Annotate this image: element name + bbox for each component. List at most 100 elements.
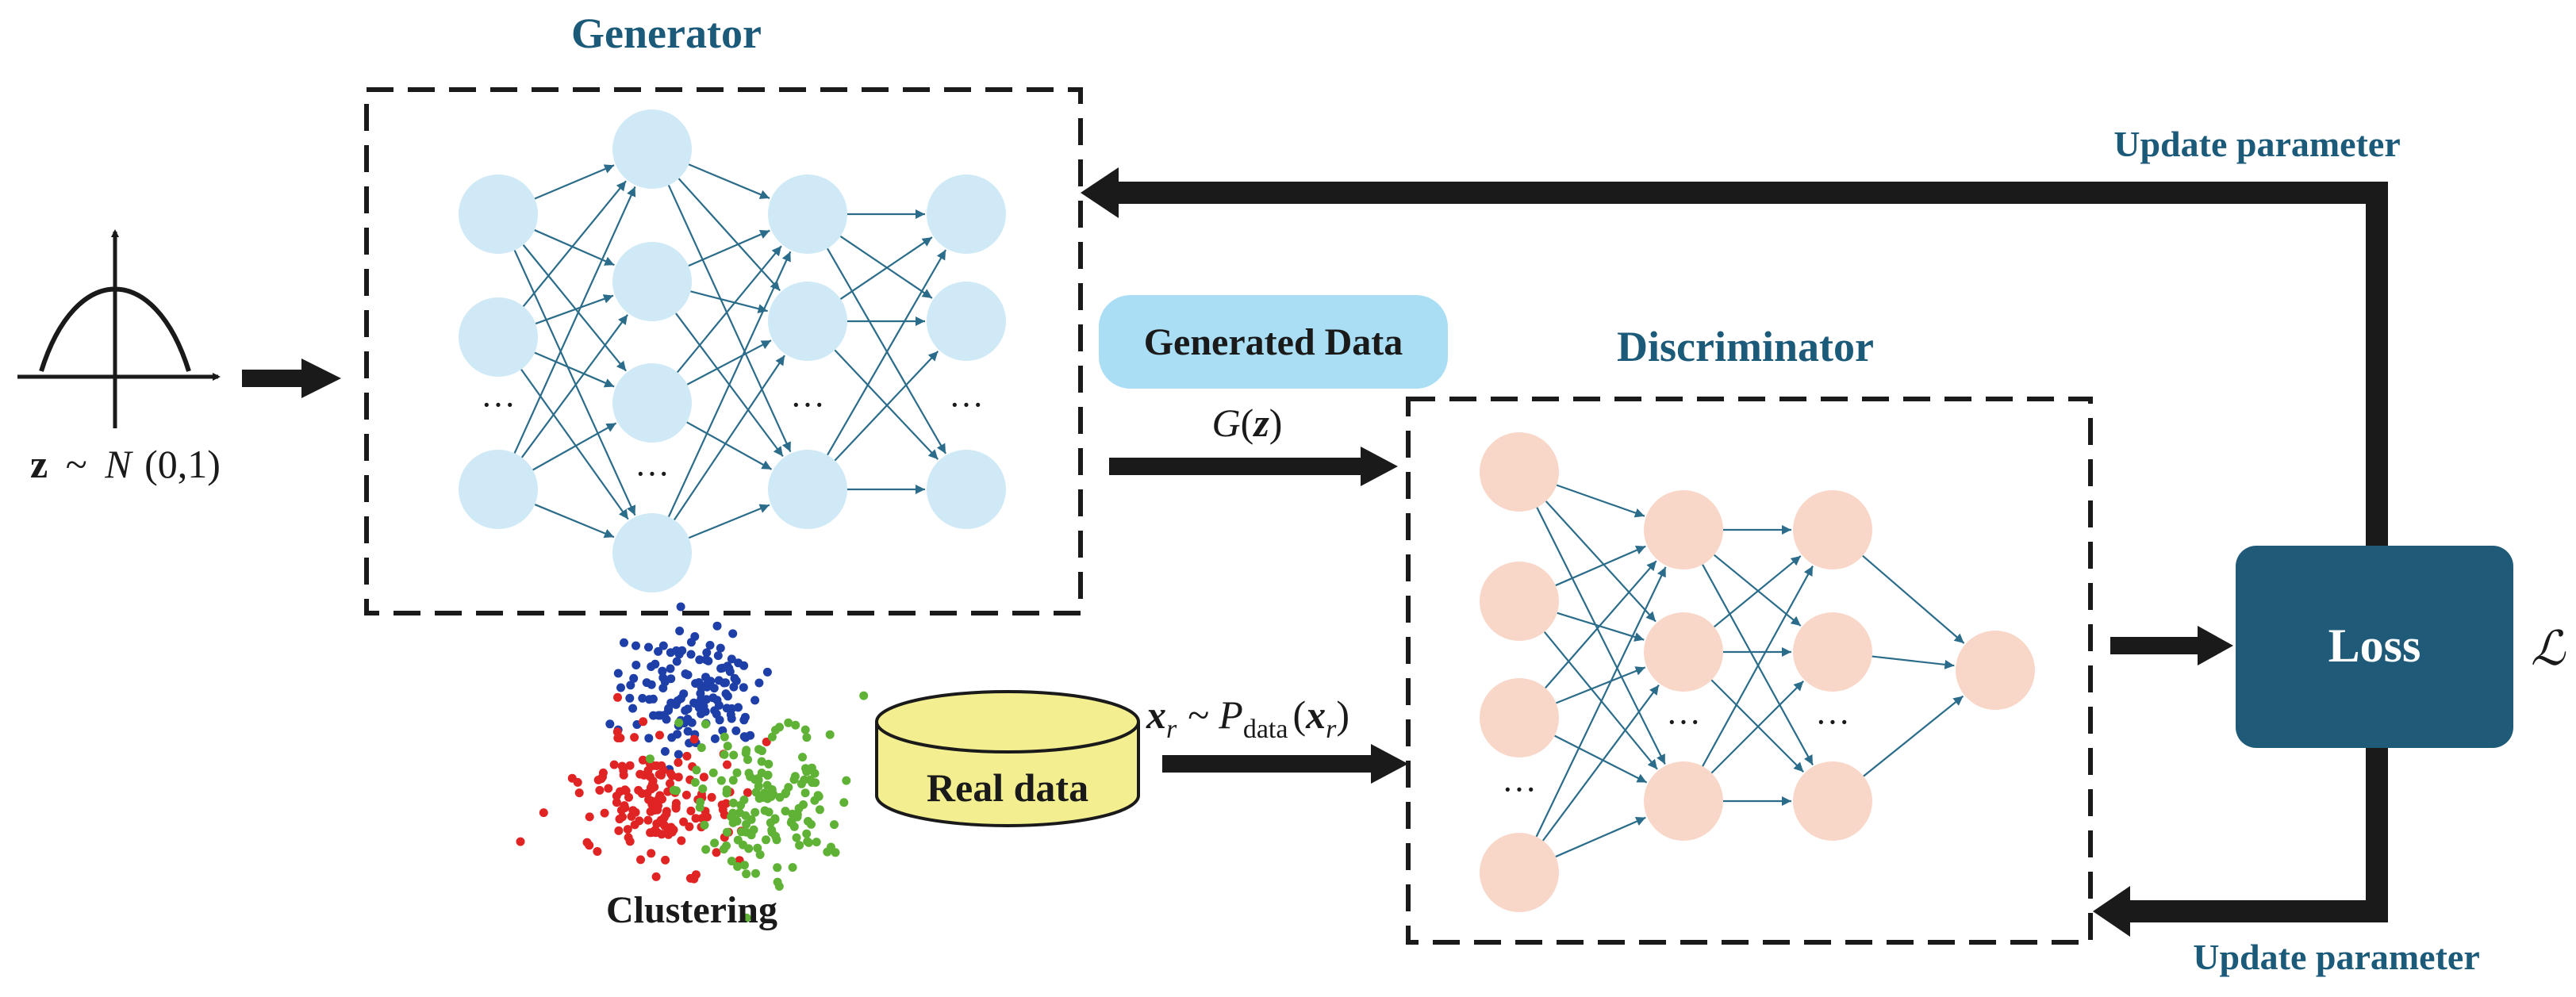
cluster-dot	[751, 869, 760, 878]
generator-node-layer4	[927, 174, 1006, 254]
cluster-dot	[798, 753, 807, 762]
generator-node-layer4	[927, 450, 1006, 529]
generator-nodes	[459, 109, 1006, 592]
cluster-dot	[718, 805, 727, 815]
discriminator-edge	[1545, 560, 1657, 689]
cluster-dot	[810, 796, 820, 805]
cluster-dot	[672, 657, 681, 666]
cluster-dot	[674, 718, 684, 727]
cluster-dot	[678, 646, 687, 655]
cluster-dot	[775, 792, 785, 802]
cluster-dot	[643, 815, 653, 825]
cluster-dot	[723, 692, 732, 701]
generated-z: z	[1252, 401, 1269, 445]
cluster-dot	[800, 788, 810, 798]
cluster-dot	[781, 807, 790, 816]
cluster-dot	[691, 814, 701, 823]
cluster-dot	[616, 683, 625, 692]
generator-edge	[686, 421, 773, 470]
discriminator-title: Discriminator	[1617, 323, 1874, 370]
discriminator-node-layer1	[1480, 432, 1559, 512]
generator-ellipsis-layer1: ···	[481, 385, 516, 424]
cluster-dot	[716, 664, 726, 673]
cluster-dot	[654, 646, 663, 656]
cluster-dot	[713, 651, 723, 661]
cluster-dot	[635, 769, 645, 779]
cluster-dot	[655, 730, 664, 740]
real-x2: x	[1305, 692, 1326, 737]
generator-edge	[834, 351, 939, 462]
generator-edge	[534, 351, 615, 388]
cluster-dot	[658, 641, 668, 650]
real-to-discriminator-arrow	[1162, 744, 1408, 784]
generator-title: Generator	[571, 10, 762, 57]
cluster-dot	[727, 654, 736, 664]
cluster-dot	[600, 808, 609, 818]
generator-box	[364, 87, 1083, 615]
cluster-dot	[754, 776, 763, 784]
cluster-dot	[708, 768, 718, 777]
discriminator-edge	[1862, 554, 1965, 644]
generator-node-layer2	[612, 109, 692, 189]
discriminator-edge	[1554, 734, 1648, 784]
cluster-dot	[666, 779, 674, 788]
real-x: x	[1146, 692, 1166, 737]
cluster-dot	[704, 656, 713, 665]
discriminator-to-loss-arrow	[2110, 626, 2233, 665]
discriminator-node-layer2	[1644, 612, 1723, 692]
real-open-paren: (	[1292, 692, 1306, 737]
cluster-dot	[728, 776, 738, 785]
discriminator-edge	[1710, 680, 1805, 774]
cluster-dot	[683, 670, 693, 680]
cluster-dot	[662, 809, 671, 819]
cluster-dot	[655, 769, 664, 779]
generator-edges	[513, 163, 946, 539]
cluster-dot	[637, 789, 647, 798]
cluster-dot	[695, 803, 704, 812]
real-sub-r: r	[1166, 715, 1177, 744]
cluster-dot	[644, 642, 653, 652]
cluster-dot	[770, 814, 780, 823]
cluster-dot	[842, 776, 851, 785]
cluster-dot	[585, 812, 594, 822]
cluster-dot	[681, 790, 691, 800]
update-parameter-top: Update parameter	[2113, 124, 2401, 164]
discriminator-node-layer4	[1956, 631, 2035, 710]
real-data-cylinder	[875, 690, 1140, 827]
cluster-dot	[719, 845, 728, 854]
cluster-dot	[597, 774, 606, 784]
cluster-dot	[650, 806, 659, 815]
cluster-dot	[732, 768, 742, 777]
cluster-dot	[646, 828, 655, 838]
discriminator-edge	[1872, 655, 1955, 669]
generated-data-math: G(z)	[1212, 401, 1283, 445]
cluster-dot	[757, 746, 766, 756]
cluster-dot	[815, 805, 824, 815]
generator-node-layer3	[768, 282, 847, 361]
cluster-dot	[516, 837, 525, 846]
cluster-dot	[617, 761, 627, 771]
cluster-dot	[638, 693, 647, 703]
cluster-dot	[799, 800, 808, 809]
cluster-dot	[710, 838, 720, 848]
discriminator-ellipsis-layer2: ···	[1666, 703, 1701, 742]
cluster-dot	[762, 667, 772, 677]
cluster-dot	[646, 772, 655, 781]
cluster-dot	[760, 806, 770, 815]
cluster-dot	[826, 842, 835, 852]
cluster-dot	[657, 830, 666, 839]
generator-edge	[520, 369, 629, 520]
cluster-dot	[747, 830, 756, 840]
cluster-dot	[697, 743, 706, 753]
cluster-dot	[639, 717, 648, 727]
cluster-dot	[630, 820, 639, 830]
cluster-dot	[614, 826, 624, 835]
cluster-dot	[657, 761, 666, 770]
cluster-dot	[773, 863, 782, 872]
generator-node-layer2	[612, 513, 692, 592]
discriminator-edge	[1713, 555, 1802, 628]
cluster-dot	[716, 776, 726, 785]
cluster-dot	[710, 734, 720, 743]
cluster-dot	[722, 788, 731, 798]
cluster-dot	[712, 621, 722, 631]
